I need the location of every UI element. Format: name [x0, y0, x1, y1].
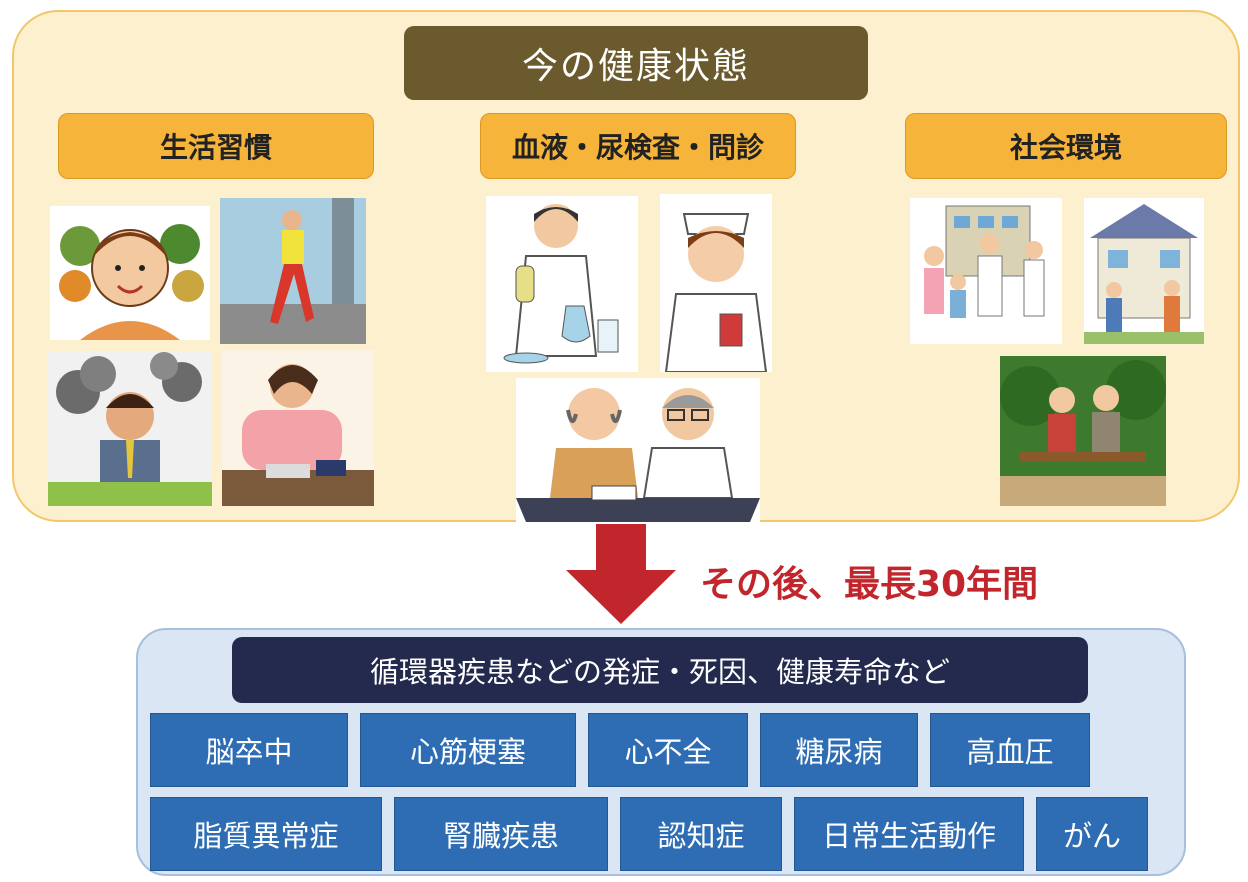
category-social: 社会環境 — [905, 113, 1227, 179]
outcome-dementia: 認知症 — [620, 797, 782, 871]
outcome-myocardial-infarction: 心筋梗塞 — [360, 713, 576, 787]
main-title: 今の健康状態 — [404, 26, 868, 100]
nurse-illustration — [660, 194, 772, 372]
elderly-couple-bench-illustration — [1000, 356, 1166, 506]
outcome-stroke: 脳卒中 — [150, 713, 348, 787]
smoking-man-illustration — [48, 352, 212, 506]
category-tests: 血液・尿検査・問診 — [480, 113, 796, 179]
outcomes-title: 循環器疾患などの発症・死因、健康寿命など — [232, 637, 1088, 703]
outcome-hypertension: 高血圧 — [930, 713, 1090, 787]
hospital-family-illustration — [910, 198, 1062, 344]
category-lifestyle: 生活習慣 — [58, 113, 374, 179]
vegetables-woman-illustration — [50, 206, 210, 340]
outcome-heart-failure: 心不全 — [588, 713, 748, 787]
lab-researcher-illustration — [486, 196, 638, 372]
outcome-cancer: がん — [1036, 797, 1148, 871]
outcome-diabetes: 糖尿病 — [760, 713, 918, 787]
follow-up-period-label: その後、最長30年間 — [700, 564, 1039, 605]
doctor-interview-illustration — [516, 378, 760, 522]
walking-woman-illustration — [220, 198, 366, 344]
outcome-dyslipidemia: 脂質異常症 — [150, 797, 382, 871]
outcome-kidney-disease: 腎臓疾患 — [394, 797, 608, 871]
outcome-activities-of-daily-living: 日常生活動作 — [794, 797, 1024, 871]
down-arrow-icon — [566, 524, 676, 624]
house-family-illustration — [1084, 198, 1204, 344]
blood-pressure-woman-illustration — [222, 350, 374, 506]
